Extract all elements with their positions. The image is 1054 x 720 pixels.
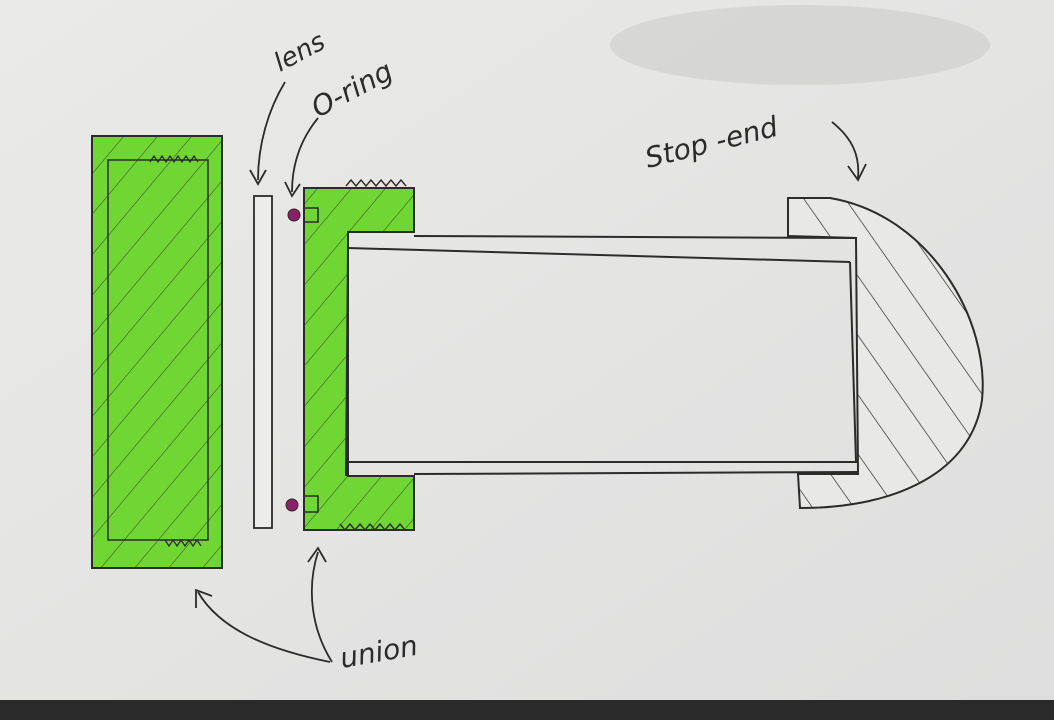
lens	[253, 195, 273, 529]
erased-smudge	[610, 5, 990, 85]
stop-end-cap	[787, 197, 984, 510]
tube	[345, 235, 859, 477]
dark-table-edge	[0, 700, 1054, 720]
o-ring-top	[287, 208, 301, 222]
o-ring-bottom	[285, 498, 299, 512]
o-ring-arrow	[284, 117, 319, 198]
union-right-part	[303, 178, 415, 532]
union-left-part	[91, 135, 223, 569]
stop-end-arrow	[831, 121, 867, 182]
union-arrows	[195, 546, 333, 663]
lens-arrow	[249, 81, 286, 186]
